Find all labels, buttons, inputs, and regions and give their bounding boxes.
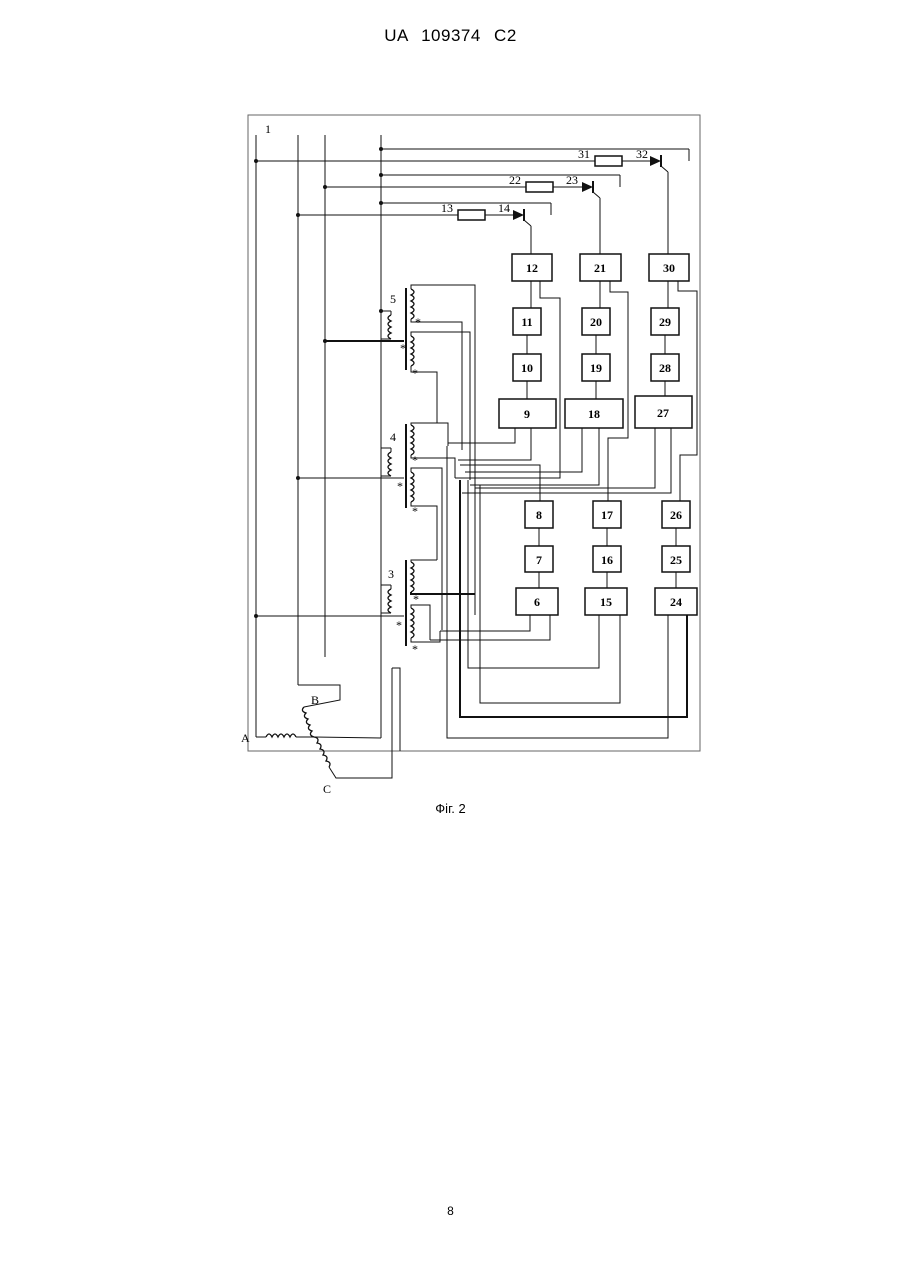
resistor-31	[595, 156, 622, 166]
phase-c-label: C	[323, 782, 331, 796]
transformer-4-star-3: *	[412, 504, 418, 518]
resistor-13	[458, 210, 485, 220]
diode-feeder-lines	[254, 147, 689, 217]
transformer-4-star-1: *	[412, 453, 418, 467]
thyristor-14-icon	[513, 209, 531, 226]
thyristor-23-icon	[582, 181, 600, 198]
transformer-3-star-1: *	[413, 592, 419, 606]
block-10-label: 10	[521, 361, 533, 375]
block-24-label: 24	[670, 595, 682, 609]
block-6-label: 6	[534, 595, 540, 609]
block-21-label: 21	[594, 261, 606, 275]
block-20-label: 20	[590, 315, 602, 329]
transformer-5-star-3: *	[412, 366, 418, 380]
block-12-label: 12	[526, 261, 538, 275]
block-11-label: 11	[521, 315, 532, 329]
block-8-label: 8	[536, 508, 542, 522]
phase-b-label: B	[311, 693, 319, 707]
block-28-label: 28	[659, 361, 671, 375]
block-25-label: 25	[670, 553, 682, 567]
block-19-label: 19	[590, 361, 602, 375]
block-9-label: 9	[524, 407, 530, 421]
resistor-22	[526, 182, 553, 192]
resistor-13-label: 13	[441, 201, 453, 215]
device-label: 1	[265, 122, 271, 136]
thyristor-32-label: 32	[636, 147, 648, 161]
block-26-label: 26	[670, 508, 682, 522]
page-number: 8	[0, 1204, 901, 1218]
thyristor-23-label: 23	[566, 173, 578, 187]
thyristor-32-icon	[650, 155, 668, 172]
block-16-label: 16	[601, 553, 613, 567]
current-transformer-4	[296, 423, 455, 630]
block-30-label: 30	[663, 261, 675, 275]
block-18-label: 18	[588, 407, 600, 421]
phase-a-label: A	[241, 731, 250, 745]
transformer-5-star-2: *	[400, 341, 406, 355]
block-27-label: 27	[657, 406, 669, 420]
resistor-31-label: 31	[578, 147, 590, 161]
transformer-3-label: 3	[388, 567, 394, 581]
transformer-4-label: 4	[390, 430, 396, 444]
transformer-4-star-2: *	[397, 479, 403, 493]
thyristor-14-label: 14	[498, 201, 510, 215]
transformer-5-label: 5	[390, 292, 396, 306]
phase-bus-lines	[256, 135, 381, 738]
block-29-label: 29	[659, 315, 671, 329]
block-15-label: 15	[600, 595, 612, 609]
transformer-3-star-3: *	[412, 642, 418, 656]
transformer-5-star-1: *	[415, 315, 421, 329]
resistor-22-label: 22	[509, 173, 521, 187]
three-phase-source	[256, 668, 392, 778]
figure-caption: Фіг. 2	[0, 801, 901, 816]
block-7-label: 7	[536, 553, 542, 567]
block-17-label: 17	[601, 508, 613, 522]
current-transformer-5	[323, 285, 475, 615]
transformer-3-star-2: *	[396, 618, 402, 632]
